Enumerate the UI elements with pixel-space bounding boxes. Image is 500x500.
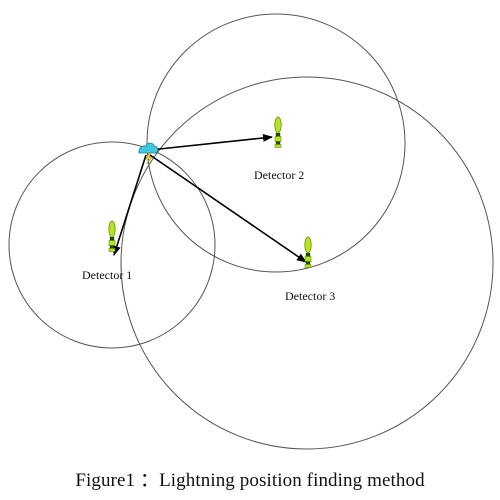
- lightning-cloud-icon: [138, 142, 159, 165]
- detector-1-label: Detector 1: [82, 268, 132, 282]
- lightning-bolt-icon: [145, 152, 153, 165]
- detector-3-label: Detector 3: [285, 289, 335, 303]
- arrow-to-detector-3: [149, 154, 307, 263]
- detector-1-icon: [108, 220, 116, 252]
- range-circle-detector-1: [8, 141, 216, 349]
- arrow-to-detector-2: [149, 133, 273, 151]
- range-circle-detector-2: [146, 13, 406, 273]
- arrow-to-detector-1: [112, 154, 147, 256]
- detector-3-icon: [304, 236, 312, 268]
- figure-caption: Figure1 ：Lightning position finding meth…: [75, 470, 425, 491]
- range-circle-detector-3: [120, 76, 494, 450]
- detector-2-label: Detector 2: [254, 168, 304, 182]
- detector-2-icon: [274, 116, 282, 148]
